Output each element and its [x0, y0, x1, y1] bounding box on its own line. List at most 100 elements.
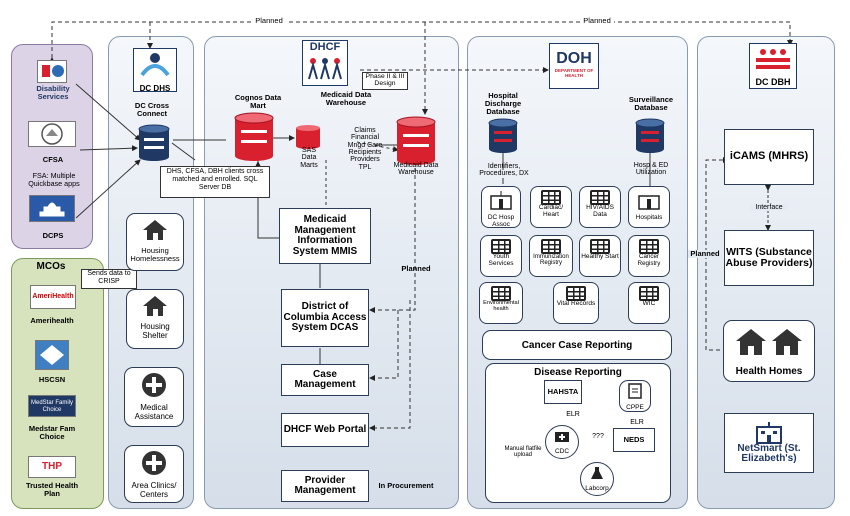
tile-immunization: Immunization Registry [529, 235, 573, 277]
manual-upload-label: Manual flatfile upload [504, 446, 542, 459]
case-management-label: Case Management [294, 368, 356, 390]
grid-icon [491, 286, 511, 301]
cross-connect-label: DC Cross Connect [134, 101, 170, 118]
grid-icon [541, 190, 561, 205]
health-homes-box: Health Homes [723, 320, 815, 382]
tile-label: HIV/AIDS Data [586, 204, 614, 218]
doh-logo-sub: DEPARTMENT OF HEALTH [554, 68, 594, 78]
surveillance-db [635, 118, 665, 154]
tile-vital-records: Vital Records [553, 282, 599, 324]
fsa-note: FSA: Multiple Quickbase apps [28, 171, 80, 188]
mdw-db-label: Medicaid Data Warehouse [393, 162, 439, 177]
tile-dc-hosp-assoc: DC Hosp Assoc [481, 186, 521, 228]
grid-icon [590, 190, 610, 205]
dcps-label: DCPS [42, 231, 64, 240]
dhcf-planned-label: Planned [401, 264, 431, 273]
grid-icon [541, 239, 561, 254]
tile-healthy-start: Healthy Start [579, 235, 621, 277]
cross-connect-db [138, 124, 170, 162]
hahsta-box: HAHSTA [544, 380, 582, 404]
hospital-db-label: Hospital Discharge Database [484, 91, 522, 116]
tile-label: Vital Records [556, 300, 596, 307]
health-homes-label: Health Homes [735, 366, 803, 377]
netsmart-label: NetSmart (St. Elizabeth's) [737, 442, 801, 464]
dbh-planned-label: Planned [688, 250, 722, 258]
wits-box: WITS (Substance Abuse Providers) [724, 230, 814, 286]
housing-shelter-label: Housing Shelter [140, 322, 170, 340]
hospital-icon [490, 191, 512, 210]
tile-label: Cancer Registry [637, 253, 661, 267]
sends-data-note: Sends data to CRISP [81, 269, 137, 289]
plus-circle-icon [142, 451, 166, 475]
medstar-label: Medstar Fam Choice [28, 424, 76, 441]
database-icon [635, 118, 665, 153]
database-icon [296, 125, 320, 149]
mcos-title: MCOs [36, 261, 66, 272]
grid-icon [491, 239, 511, 254]
cppe-label: CPPE [626, 404, 644, 411]
cfsa-logo [28, 121, 76, 147]
top-planned-label-2: Planned [580, 17, 614, 25]
tile-cancer-registry: Cancer Registry [628, 235, 670, 277]
medstar-logo: MedStar Family Choice [28, 395, 76, 417]
database-icon [234, 112, 274, 161]
sas-db [295, 124, 321, 150]
top-planned-label-1: Planned [252, 17, 286, 25]
grid-icon [566, 286, 586, 301]
cppe-box: CPPE [619, 380, 651, 412]
neds-label: NEDS [623, 435, 645, 445]
trusted-logo: THP [28, 456, 76, 478]
unknown-label: ??? [592, 433, 604, 440]
cdc-label: CDC [554, 448, 570, 455]
area-clinics-label: Area Clinics/ Centers [131, 481, 177, 499]
hahsta-label: HAHSTA [547, 387, 579, 397]
capitol-icon [39, 202, 65, 217]
tile-label: DC Hosp Assoc [487, 214, 515, 228]
netsmart-box: NetSmart (St. Elizabeth's) [724, 413, 814, 473]
doh-logo: DOH DEPARTMENT OF HEALTH [549, 43, 599, 89]
dhcf-logo-text: DHCF [309, 41, 341, 53]
tile-label: Cardiac/ Heart [538, 204, 564, 218]
phase-note-text: Phase II & III Design [365, 73, 405, 88]
database-icon [488, 118, 518, 153]
hscsn-label: HSCSN [38, 375, 66, 384]
sas-label: SAS Data Marts [300, 147, 318, 169]
housing-shelter-box: Housing Shelter [126, 289, 184, 349]
tile-label: Hospitals [635, 214, 663, 221]
labcorp-label: Labcorp [585, 485, 609, 492]
in-procurement-label: In Procurement [378, 481, 434, 490]
cancer-reporting-label: Cancer Case Reporting [521, 339, 633, 351]
surveillance-db-label: Surveillance Database [628, 95, 674, 112]
doh-logo-text: DOH [556, 50, 592, 67]
elr-label-1: ELR [566, 411, 580, 418]
grid-icon [639, 286, 659, 301]
plus-circle-icon [142, 373, 166, 397]
hosp-ed-label: Hosp & ED Utilization [633, 162, 669, 177]
provider-management-box: Provider Management [281, 470, 369, 502]
houses-icon [736, 329, 802, 355]
people-icon [308, 58, 342, 80]
dcas-label: District of Columbia Access System DCAS [283, 301, 367, 334]
dhcf-portal-label: DHCF Web Portal [283, 423, 367, 435]
neds-box: NEDS [613, 428, 655, 452]
disability-services-logo [37, 60, 67, 83]
dc-dhs-logo: DC DHS [133, 48, 177, 93]
disability-services-label: Disability Services [36, 84, 70, 101]
tile-hiv-aids: HIV/AIDS Data [579, 186, 621, 228]
amerihealth-logo: AmeriHealth [30, 285, 76, 309]
house-icon [143, 220, 167, 240]
amerihealth-label: Amerihealth [30, 316, 74, 325]
housing-homelessness-box: Housing Homelessness [126, 213, 184, 271]
identifiers-label: Identifiers, Procedures, DX [479, 163, 529, 178]
phase-note: Phase II & III Design [362, 72, 408, 90]
trusted-label: Trusted Health Plan [25, 481, 79, 498]
grid-icon [590, 239, 610, 254]
tile-environmental: Environmental health [479, 282, 523, 324]
tile-cardiac: Cardiac/ Heart [530, 186, 572, 228]
dc-dbh-logo: DC DBH [749, 43, 797, 89]
flask-icon [591, 467, 603, 479]
house-icon [143, 296, 167, 316]
tile-youth: Youth Services [480, 235, 522, 277]
tile-wic: WIC [628, 282, 670, 324]
mmis-label: Medicaid Management Information System M… [292, 214, 358, 257]
